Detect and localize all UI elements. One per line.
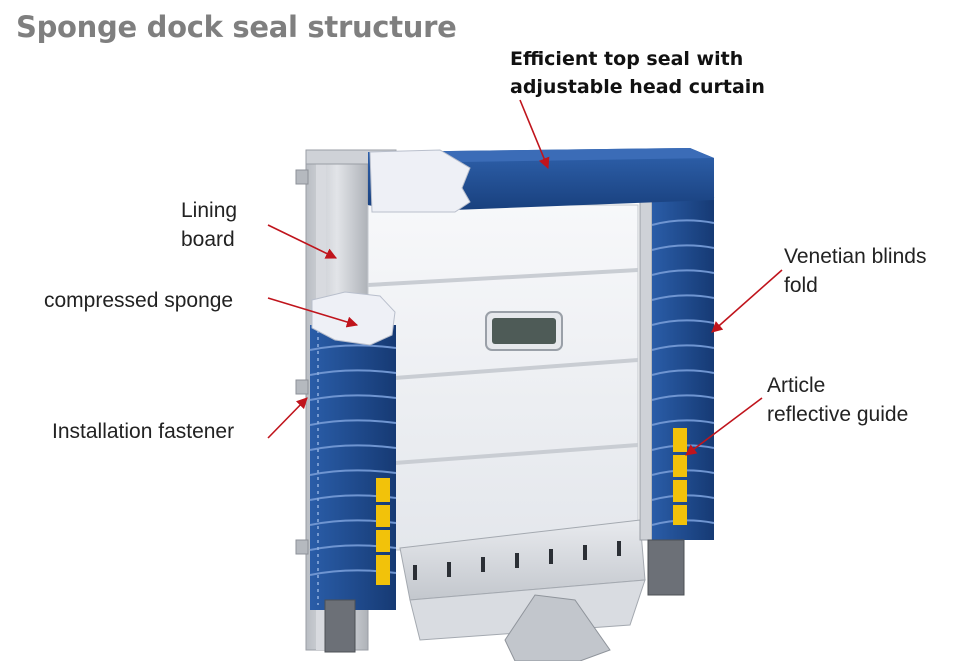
arrow-top-seal	[519, 99, 550, 170]
left-side-curtain	[309, 291, 397, 653]
label-lining-board: Lining board	[181, 196, 237, 254]
label-installation-fastener-line1: Installation fastener	[52, 420, 235, 443]
callout-arrows	[267, 99, 783, 456]
label-installation-fastener: Installation fastener	[52, 417, 234, 446]
label-lining-board-line2: board	[181, 228, 235, 251]
label-top-seal: Efficient top seal with adjustable head …	[510, 45, 765, 101]
label-top-seal-line1: Efficient top seal with	[510, 48, 744, 70]
label-venetian-blinds-line1: Venetian blinds	[784, 245, 927, 268]
dock-leveler	[399, 519, 646, 661]
arrow-lining-board	[267, 224, 338, 259]
diagram-title: Sponge dock seal structure	[16, 10, 457, 44]
label-reflective-guide: Article reflective guide	[767, 371, 908, 429]
arrow-reflective-guide	[685, 397, 763, 456]
label-reflective-guide-line1: Article	[767, 374, 826, 397]
arrow-compressed-sponge	[267, 297, 359, 328]
label-venetian-blinds-line2: fold	[784, 274, 818, 297]
label-venetian-blinds: Venetian blinds fold	[784, 242, 926, 300]
label-compressed-sponge: compressed sponge	[44, 286, 233, 315]
left-reflective-stripe	[376, 478, 390, 585]
arrow-installation-fastener	[267, 397, 308, 439]
label-top-seal-line2: adjustable head curtain	[510, 76, 765, 98]
right-side-curtain	[639, 175, 715, 596]
arrow-venetian-blinds	[711, 269, 783, 333]
top-head-curtain	[368, 148, 714, 213]
label-compressed-sponge-line1: compressed sponge	[44, 289, 234, 312]
label-reflective-guide-line2: reflective guide	[767, 403, 909, 426]
label-lining-board-line1: Lining	[181, 199, 238, 222]
right-reflective-stripe	[673, 428, 687, 525]
door-panel	[367, 204, 639, 551]
